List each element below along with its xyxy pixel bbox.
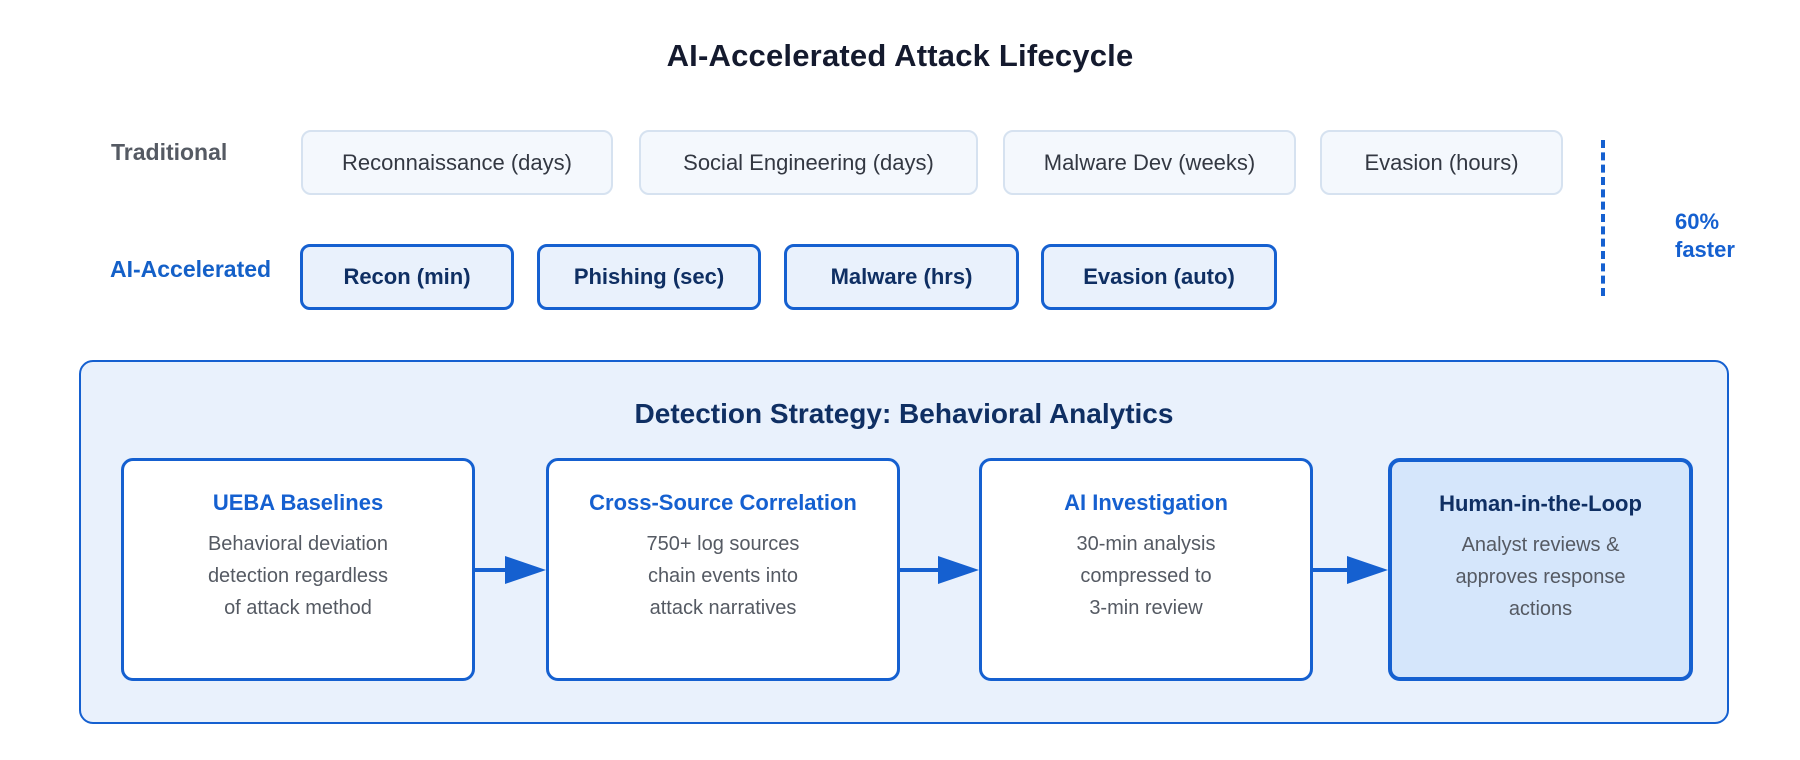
traditional-stage-reconnaissance: Reconnaissance (days) bbox=[301, 130, 613, 195]
step-desc-line: chain events into bbox=[647, 565, 799, 587]
step-desc-line: Analyst reviews & bbox=[1461, 534, 1620, 556]
ai-stage-malware: Malware (hrs) bbox=[784, 244, 1019, 310]
ai-stage-recon: Recon (min) bbox=[300, 244, 514, 310]
diagram-title: AI-Accelerated Attack Lifecycle bbox=[666, 38, 1134, 73]
detection-strategy-title: Detection Strategy: Behavioral Analytics bbox=[634, 398, 1174, 429]
speedup-label: faster bbox=[1675, 237, 1735, 262]
step-desc-line: compressed to bbox=[1080, 565, 1212, 587]
step-ai-investigation: AI Investigation 30-min analysis compres… bbox=[979, 458, 1313, 681]
detection-strategy-panel: Detection Strategy: Behavioral Analytics… bbox=[79, 360, 1729, 724]
step-description: Analyst reviews & approves response acti… bbox=[1392, 529, 1689, 625]
step-desc-line: attack narratives bbox=[649, 597, 797, 619]
step-description: 30-min analysis compressed to 3-min revi… bbox=[982, 528, 1310, 624]
ai-stage-phishing: Phishing (sec) bbox=[537, 244, 761, 310]
step-description: 750+ log sources chain events into attac… bbox=[549, 528, 897, 624]
ai-stage-evasion: Evasion (auto) bbox=[1041, 244, 1277, 310]
flow-arrows bbox=[475, 556, 1388, 584]
traditional-stage-malware-dev: Malware Dev (weeks) bbox=[1003, 130, 1296, 195]
flow-arrow-1 bbox=[475, 556, 546, 584]
step-desc-line: 30-min analysis bbox=[1076, 533, 1216, 555]
traditional-stage-evasion: Evasion (hours) bbox=[1320, 130, 1563, 195]
speedup-callout: 60% faster bbox=[1675, 208, 1785, 264]
step-desc-line: of attack method bbox=[224, 597, 372, 619]
step-desc-line: 750+ log sources bbox=[646, 533, 800, 555]
step-desc-line: actions bbox=[1508, 598, 1573, 620]
traditional-row-label: Traditional bbox=[111, 139, 228, 165]
step-desc-line: 3-min review bbox=[1089, 597, 1203, 619]
step-title: UEBA Baselines bbox=[212, 490, 384, 515]
step-desc-line: approves response bbox=[1455, 566, 1626, 588]
flow-arrow-2 bbox=[900, 556, 979, 584]
step-desc-line: Behavioral deviation bbox=[207, 533, 389, 555]
ai-accelerated-row-label: AI-Accelerated bbox=[110, 256, 272, 282]
step-human-in-the-loop: Human-in-the-Loop Analyst reviews & appr… bbox=[1388, 458, 1693, 681]
step-desc-line: detection regardless bbox=[207, 565, 389, 587]
speedup-percent: 60% bbox=[1675, 209, 1720, 234]
step-title: AI Investigation bbox=[1064, 490, 1228, 515]
step-cross-source-correlation: Cross-Source Correlation 750+ log source… bbox=[546, 458, 900, 681]
traditional-stage-social-engineering: Social Engineering (days) bbox=[639, 130, 978, 195]
step-title: Cross-Source Correlation bbox=[589, 490, 857, 515]
comparison-divider bbox=[1601, 140, 1605, 296]
step-title: Human-in-the-Loop bbox=[1439, 491, 1642, 516]
step-description: Behavioral deviation detection regardles… bbox=[124, 528, 472, 624]
flow-arrow-3 bbox=[1313, 556, 1388, 584]
step-ueba-baselines: UEBA Baselines Behavioral deviation dete… bbox=[121, 458, 475, 681]
